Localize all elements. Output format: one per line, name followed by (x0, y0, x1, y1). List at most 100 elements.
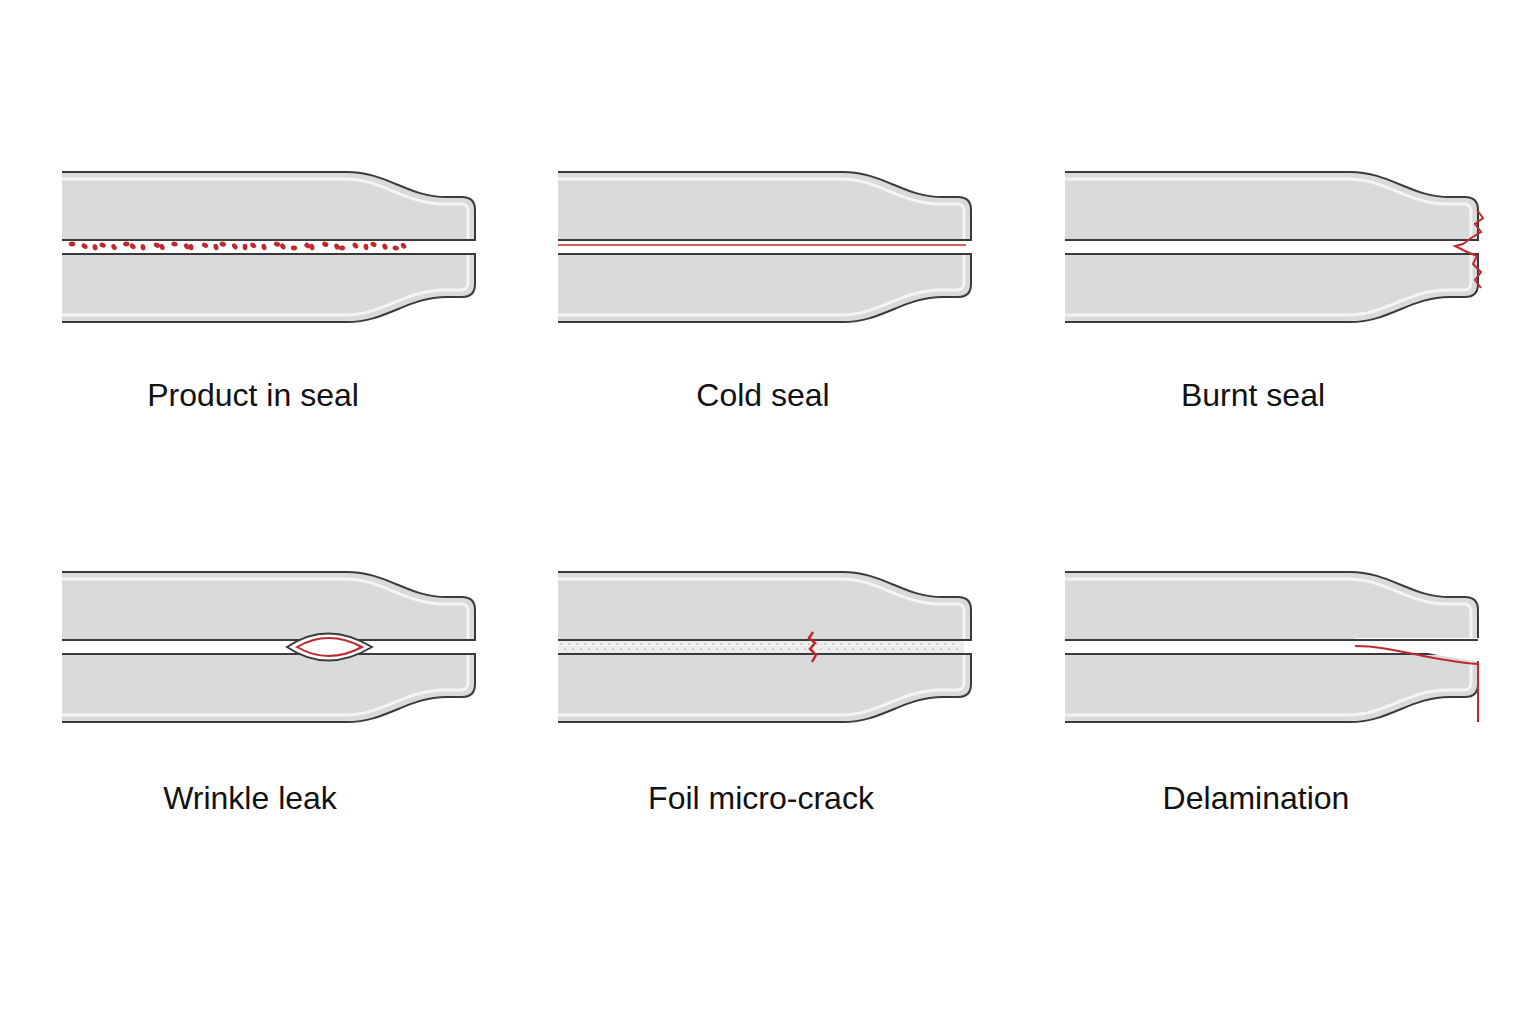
delaminated-layer (1355, 646, 1478, 722)
texture-dot (848, 643, 850, 645)
product-particle (291, 245, 298, 250)
texture-dot (568, 643, 570, 645)
texture-dot (572, 648, 574, 650)
texture-dot (620, 648, 622, 650)
texture-dot (680, 643, 682, 645)
product-particle (273, 241, 281, 248)
product-particle (370, 241, 378, 248)
product-particle (363, 244, 369, 251)
texture-dot (748, 648, 750, 650)
texture-dot (912, 643, 914, 645)
wrinkle-channel (287, 634, 372, 661)
product-particle (321, 241, 329, 248)
texture-dot (788, 648, 790, 650)
texture-dot (628, 648, 630, 650)
texture-dot (676, 648, 678, 650)
texture-dot (764, 648, 766, 650)
texture-dot (636, 648, 638, 650)
texture-dot (584, 643, 586, 645)
texture-dot (864, 643, 866, 645)
texture-dot (820, 648, 822, 650)
texture-dot (668, 648, 670, 650)
texture-dot (576, 643, 578, 645)
product-particle (309, 243, 315, 250)
texture-dot (672, 643, 674, 645)
film-fill (558, 172, 971, 240)
product-particle (201, 242, 209, 249)
weak-bond-line (558, 244, 966, 246)
texture-dot (828, 648, 830, 650)
defect-caption: Cold seal (696, 377, 829, 414)
texture-dot (956, 648, 958, 650)
texture-dot (760, 643, 762, 645)
texture-dot (844, 648, 846, 650)
texture-dot (664, 643, 666, 645)
texture-dot (776, 643, 778, 645)
texture-dot (772, 648, 774, 650)
film-outline (558, 572, 971, 640)
texture-dot (812, 648, 814, 650)
texture-dot (624, 643, 626, 645)
film-outline (558, 254, 971, 322)
film-outline (62, 572, 475, 640)
product-particle (261, 243, 267, 251)
film-layer (62, 172, 475, 240)
texture-dot (604, 648, 606, 650)
texture-dot (796, 648, 798, 650)
defect-caption: Product in seal (147, 377, 359, 414)
texture-dot (860, 648, 862, 650)
texture-dot (852, 648, 854, 650)
texture-dot (840, 643, 842, 645)
defect-caption: Burnt seal (1181, 377, 1325, 414)
film-outline (558, 172, 971, 240)
texture-dot (784, 643, 786, 645)
texture-dot (724, 648, 726, 650)
product-particle (219, 241, 226, 247)
texture-dot (936, 643, 938, 645)
texture-dot (656, 643, 658, 645)
texture-dot (876, 648, 878, 650)
defect-caption: Wrinkle leak (163, 780, 337, 817)
seal-figure (62, 172, 475, 322)
product-particle (99, 242, 107, 249)
product-particle (213, 243, 220, 251)
seal-figure (1065, 172, 1483, 322)
product-particle (123, 241, 130, 246)
film-fill (558, 254, 971, 322)
product-particle (231, 242, 239, 250)
film-fill (558, 654, 971, 722)
texture-dot (824, 643, 826, 645)
texture-dot (904, 643, 906, 645)
texture-dot (560, 643, 562, 645)
texture-dot (744, 643, 746, 645)
film-fill (62, 654, 475, 722)
texture-dot (580, 648, 582, 650)
product-particle (110, 243, 117, 251)
film-layer (62, 572, 475, 640)
seal-figure (558, 572, 971, 722)
film-outline (62, 172, 475, 240)
texture-dot (752, 643, 754, 645)
product-particle (69, 242, 75, 247)
texture-dot (944, 643, 946, 645)
film-fill (1065, 254, 1478, 322)
texture-dot (756, 648, 758, 650)
texture-dot (600, 643, 602, 645)
texture-dot (872, 643, 874, 645)
texture-dot (652, 648, 654, 650)
film-layer (558, 654, 971, 722)
texture-dot (588, 648, 590, 650)
texture-dot (792, 643, 794, 645)
texture-dot (800, 643, 802, 645)
texture-dot (868, 648, 870, 650)
film-outline (558, 654, 971, 722)
film-layer (1065, 172, 1478, 240)
texture-dot (920, 643, 922, 645)
texture-dot (640, 643, 642, 645)
film-layer (558, 572, 971, 640)
product-particle (243, 244, 248, 250)
separation-gap (1355, 638, 1485, 662)
film-fill (62, 254, 475, 322)
texture-dot (928, 643, 930, 645)
